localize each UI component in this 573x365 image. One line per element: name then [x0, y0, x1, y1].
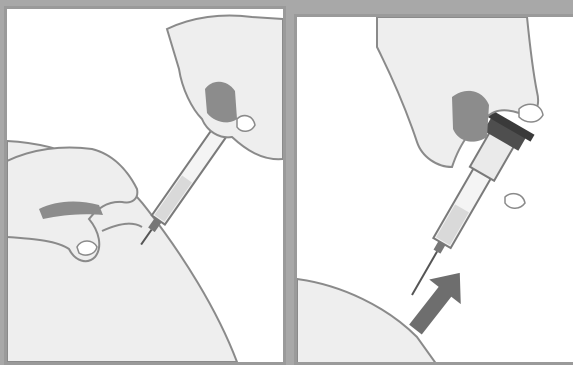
step-1-panel: [4, 6, 286, 365]
skin-fold-icon: [101, 222, 143, 232]
body-skin: [297, 277, 437, 362]
finger-nail: [76, 240, 98, 256]
step-2-illustration: [297, 17, 544, 362]
step-2-panel: [294, 14, 573, 365]
step-1-illustration: [7, 14, 283, 362]
hand-fingers-shadow: [205, 81, 237, 123]
thumbnail: [518, 103, 544, 123]
thumbnail: [39, 201, 103, 219]
syringe-icon: [411, 108, 535, 296]
lower-fingernail: [504, 192, 526, 209]
hand-fingers-shadow: [452, 90, 489, 142]
index-fingernail: [236, 114, 256, 132]
upward-arrow-icon: [409, 272, 461, 335]
